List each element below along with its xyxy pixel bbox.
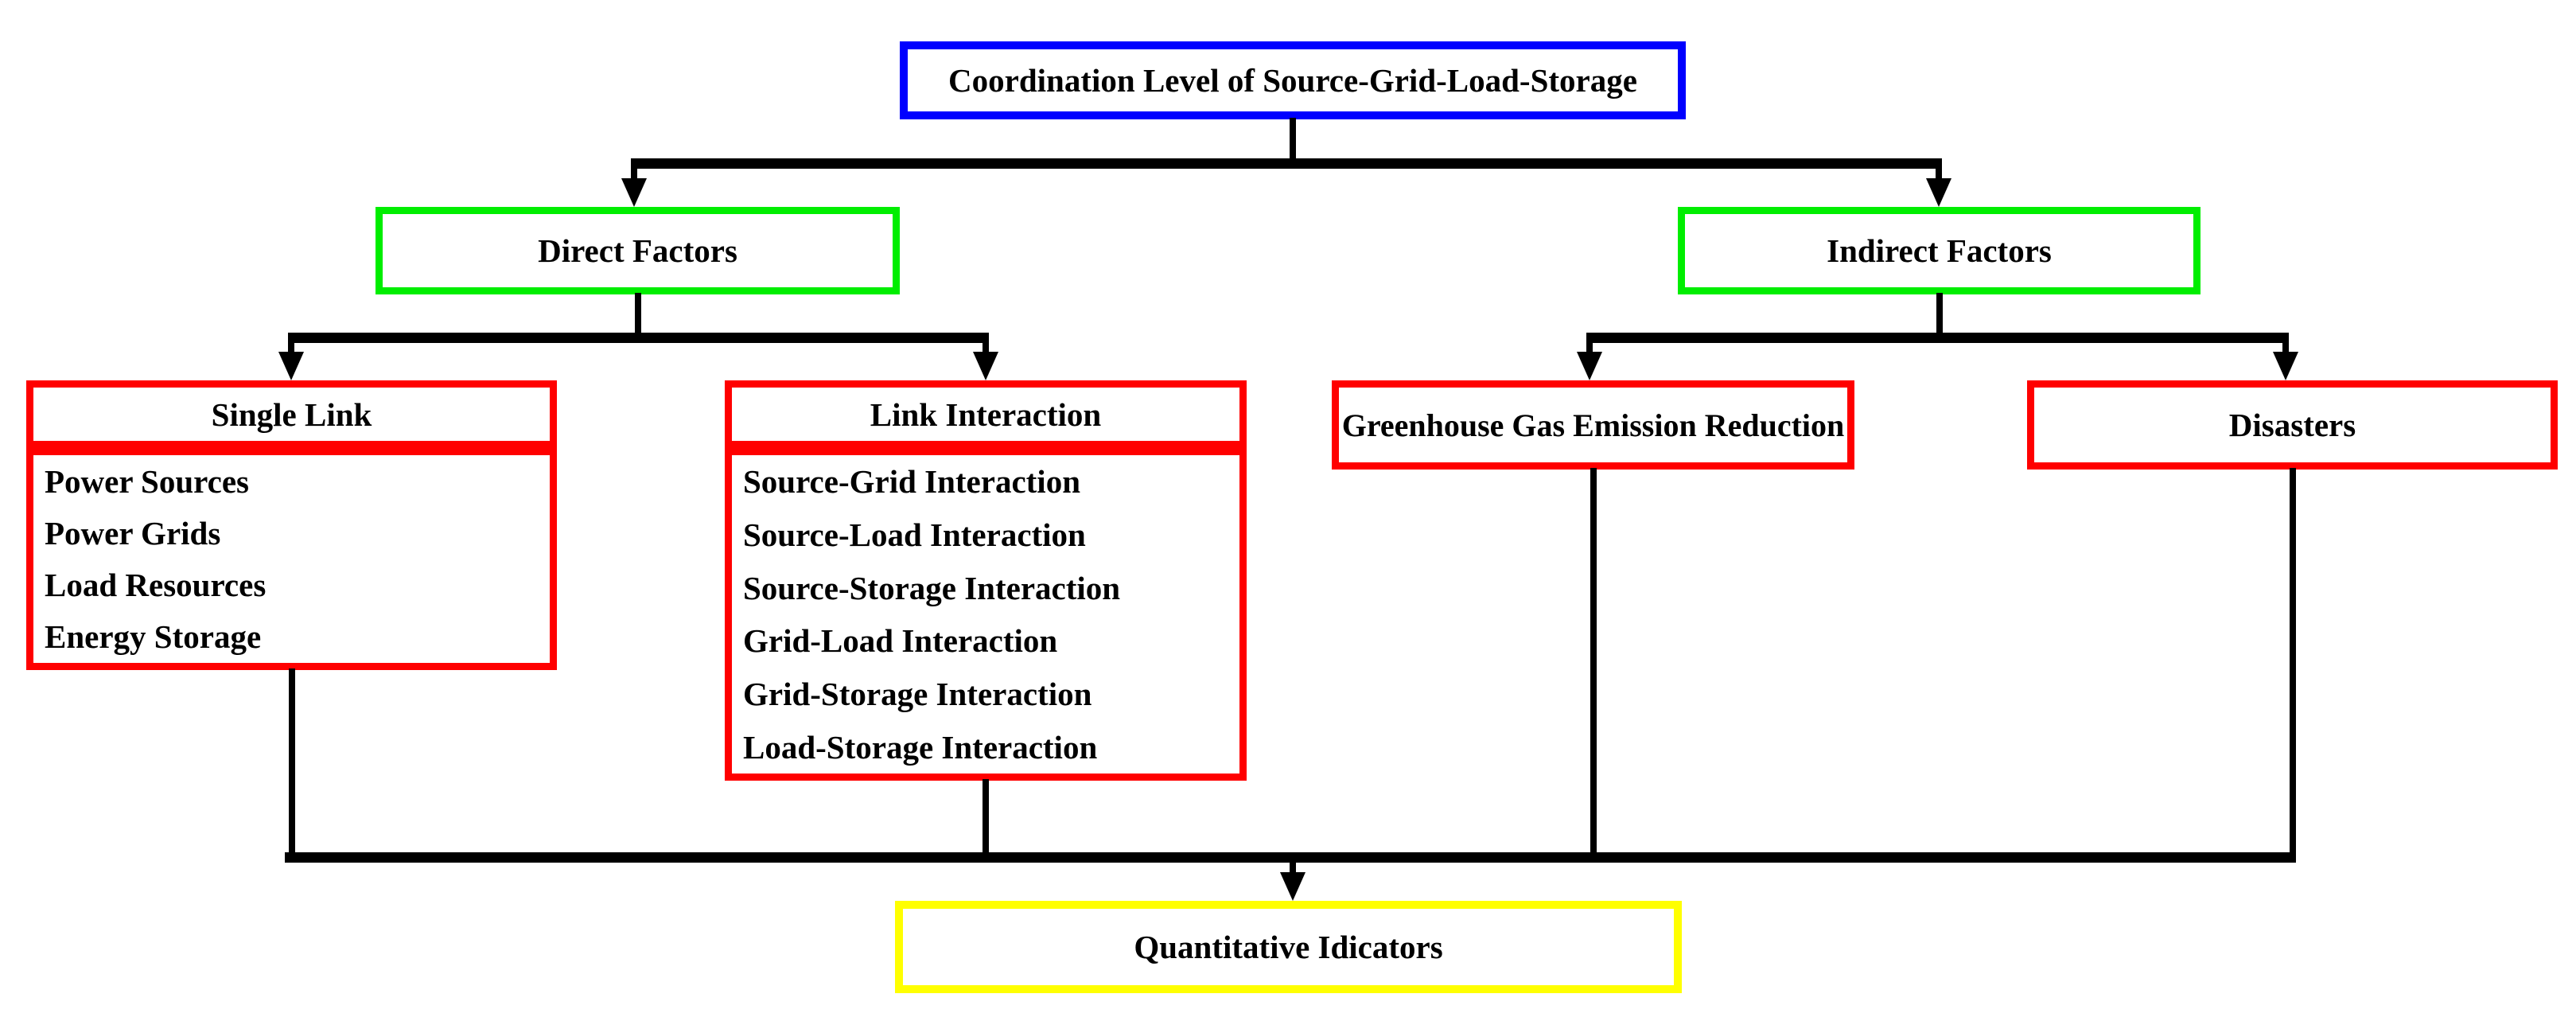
connector-disasters-down [2290, 468, 2296, 858]
connector-link-interaction-down [983, 779, 989, 858]
arrow-down-indirect-icon [1926, 178, 1951, 207]
list-item: Source-Grid Interaction [743, 463, 1080, 501]
node-link-interaction-title: Link Interaction [870, 396, 1102, 433]
connector-direct-drop [631, 158, 637, 181]
node-indirect-factors: Indirect Factors [1678, 207, 2200, 294]
list-item: Grid-Load Interaction [743, 622, 1058, 660]
node-direct-factors-label: Direct Factors [538, 232, 737, 269]
arrow-down-greenhouse-icon [1577, 352, 1602, 380]
node-single-link-body: Power Sources Power Grids Load Resources… [26, 448, 557, 670]
arrow-down-quantitative-icon [1280, 872, 1306, 901]
list-item: Load Resources [45, 567, 267, 604]
arrow-down-single-link-icon [278, 352, 304, 380]
connector-greenhouse-down [1590, 468, 1597, 858]
connector-root-stem [1290, 118, 1296, 164]
node-greenhouse-gas-label: Greenhouse Gas Emission Reduction [1341, 407, 1845, 443]
list-item: Source-Load Interaction [743, 516, 1086, 553]
node-quantitative-indicators-label: Quantitative Idicators [1134, 929, 1443, 965]
connector-direct-stem [635, 293, 641, 338]
node-single-link-title: Single Link [211, 396, 372, 433]
node-coordination-level: Coordination Level of Source-Grid-Load-S… [900, 41, 1686, 119]
connector-right-bus [1586, 333, 2289, 343]
connector-bottom-bus [285, 852, 2296, 863]
connector-single-link-down [289, 668, 295, 858]
connector-indirect-stem [1936, 293, 1943, 338]
arrow-down-link-interaction-icon [973, 352, 998, 380]
list-item: Power Grids [45, 514, 221, 551]
node-link-interaction-body: Source-Grid Interaction Source-Load Inte… [725, 448, 1247, 781]
connector-left-bus [288, 333, 989, 343]
node-indirect-factors-label: Indirect Factors [1827, 232, 2052, 269]
node-link-interaction-header: Link Interaction [725, 380, 1247, 448]
connector-top-bus [631, 158, 1942, 169]
connector-indirect-drop [1936, 158, 1942, 181]
arrow-down-disasters-icon [2273, 352, 2298, 380]
node-single-link-header: Single Link [26, 380, 557, 448]
node-greenhouse-gas: Greenhouse Gas Emission Reduction [1332, 380, 1854, 470]
connector-single-link-drop [288, 333, 294, 354]
arrow-down-direct-icon [621, 178, 647, 207]
list-item: Power Sources [45, 462, 249, 500]
node-coordination-level-label: Coordination Level of Source-Grid-Load-S… [948, 62, 1637, 99]
node-direct-factors: Direct Factors [376, 207, 900, 294]
connector-quantitative-stem [1290, 863, 1296, 877]
node-disasters-label: Disasters [2228, 407, 2356, 443]
list-item: Energy Storage [45, 618, 262, 656]
node-disasters: Disasters [2027, 380, 2558, 470]
connector-link-interaction-drop [983, 333, 989, 354]
node-quantitative-indicators: Quantitative Idicators [895, 901, 1682, 993]
list-item: Load-Storage Interaction [743, 728, 1098, 766]
list-item: Grid-Storage Interaction [743, 676, 1092, 713]
list-item: Source-Storage Interaction [743, 569, 1121, 606]
connector-disasters-drop [2282, 333, 2289, 354]
connector-greenhouse-drop [1586, 333, 1593, 354]
